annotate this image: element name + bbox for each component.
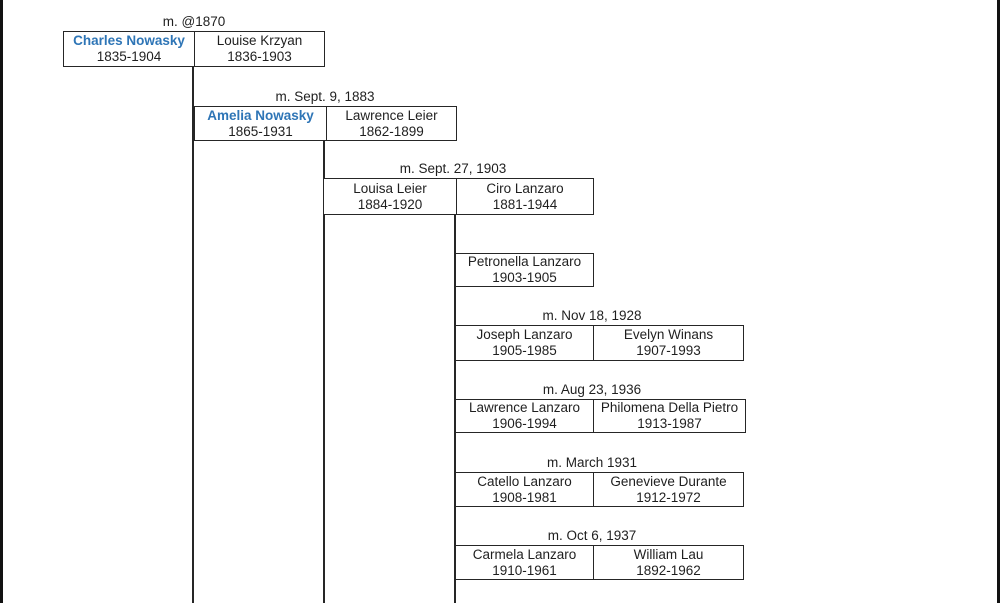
person-dates: 1910-1961	[492, 562, 557, 578]
person-dates: 1912-1972	[636, 489, 701, 505]
person-name: Genevieve Durante	[610, 473, 727, 489]
person-name: Catello Lanzaro	[477, 473, 572, 489]
person-name: Petronella Lanzaro	[467, 254, 582, 269]
marriage-date-label: m. Nov 18, 1928	[542, 308, 642, 323]
marriage-date-label: m. Oct 6, 1937	[547, 528, 637, 543]
person-name: Evelyn Winans	[623, 327, 714, 342]
person-dates: 1913-1987	[637, 416, 702, 431]
descent-line	[323, 140, 325, 603]
marriage-date-label: m. Sept. 27, 1903	[399, 161, 507, 176]
person-name: William Lau	[633, 546, 704, 562]
person-dates: 1905-1985	[492, 343, 557, 358]
person-name: Louisa Leier	[353, 180, 427, 196]
person-dates: 1865-1931	[228, 123, 293, 139]
person-dates: 1884-1920	[357, 196, 423, 212]
window-edge-right	[997, 0, 1000, 603]
person-dates: 1908-1981	[492, 489, 557, 505]
person-name: Joseph Lanzaro	[476, 327, 573, 342]
person-dates: 1862-1899	[359, 123, 424, 139]
person-dates: 1906-1994	[492, 416, 557, 431]
descent-line	[192, 66, 194, 603]
person-name: Lawrence Lanzaro	[468, 400, 581, 415]
person-name: Ciro Lanzaro	[486, 180, 564, 196]
person-dates: 1892-1962	[636, 562, 701, 578]
person-name: Carmela Lanzaro	[472, 546, 577, 562]
person-dates: 1907-1993	[636, 343, 701, 358]
person-name-link[interactable]: Charles Nowasky	[73, 33, 185, 48]
window-edge-left	[0, 0, 3, 603]
person-dates: 1903-1905	[492, 270, 557, 285]
person-dates: 1881-1944	[492, 196, 558, 212]
marriage-date-label: m. Aug 23, 1936	[542, 382, 642, 397]
person-name: Louise Krzyan	[216, 33, 303, 48]
marriage-date-label: m. @1870	[162, 14, 226, 29]
person-name: Philomena Della Pietro	[600, 400, 739, 415]
marriage-date-label: m. March 1931	[546, 455, 638, 470]
marriage-date-label: m. Sept. 9, 1883	[275, 89, 375, 104]
person-dates: 1835-1904	[96, 49, 162, 64]
person-name: Lawrence Leier	[345, 107, 438, 123]
person-dates: 1836-1903	[227, 49, 292, 64]
person-name-link[interactable]: Amelia Nowasky	[207, 107, 314, 123]
